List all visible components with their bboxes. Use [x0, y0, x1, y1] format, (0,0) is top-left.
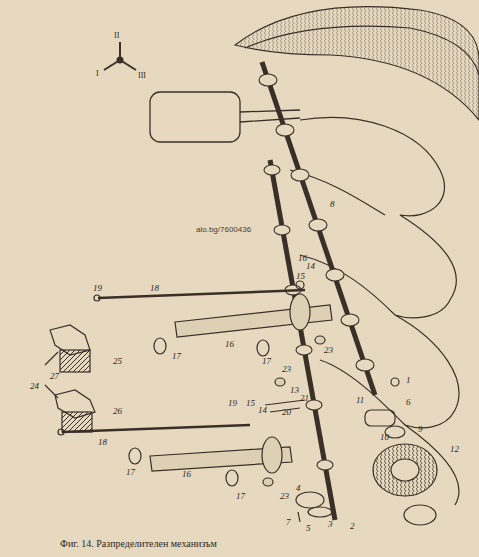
- rocker-arms-part: [62, 412, 92, 432]
- callout-number: 13: [290, 386, 299, 395]
- tappet-tubes-part: [290, 294, 310, 330]
- camshaft-gear-part: [391, 459, 419, 481]
- callout-number: 12: [450, 445, 459, 454]
- callout-number: 19: [93, 284, 102, 293]
- axis-label: I: [96, 70, 99, 78]
- flywheel-paddle: [150, 92, 300, 142]
- callout-number: 15: [246, 399, 255, 408]
- small-parts-part: [365, 410, 395, 426]
- camshaft-part-part: [326, 269, 344, 281]
- camshaft-gear-part: [373, 444, 437, 496]
- small-parts-part: [308, 507, 332, 517]
- tappet-tubes-part: [257, 340, 269, 356]
- camshaft-part-part: [296, 345, 312, 355]
- callout-number: 5: [306, 524, 311, 533]
- push-rods-part: [94, 295, 100, 301]
- tappet-tubes-part: [275, 378, 285, 386]
- timing-gear-part: [235, 7, 479, 120]
- callout-number: 6: [406, 398, 411, 407]
- camshaft-part: [262, 62, 375, 395]
- tappet-tubes-part: [262, 437, 282, 473]
- small-parts-part: [296, 281, 304, 289]
- callout-number: 9: [418, 425, 423, 434]
- camshaft-part-part: [264, 165, 280, 175]
- axis-label: III: [138, 72, 146, 80]
- callout-number: 2: [350, 522, 355, 531]
- tappet-tubes-part: [315, 336, 325, 344]
- callout-number: 14: [258, 406, 267, 415]
- watermark: alo.bg/7600436: [196, 226, 251, 234]
- rocker-arms-part: [45, 352, 58, 398]
- rocker-arms: [45, 325, 95, 432]
- camshaft-part-part: [291, 169, 309, 181]
- small-parts-part: [391, 378, 399, 386]
- camshaft-part-part: [276, 124, 294, 136]
- callout-number: 14: [306, 262, 315, 271]
- flywheel-paddle-part: [240, 110, 300, 122]
- callout-number: 18: [98, 438, 107, 447]
- timing-gear-part: [245, 26, 479, 75]
- camshaft-gear-part: [404, 505, 436, 525]
- push-rods-part: [98, 290, 305, 298]
- callout-number: 27: [50, 372, 59, 381]
- axis-symbol-part: [118, 58, 123, 63]
- camshaft-part-part: [317, 460, 333, 470]
- tappet-tubes-part: [263, 478, 273, 486]
- callout-number: 26: [113, 407, 122, 416]
- camshaft-part-part: [309, 219, 327, 231]
- tappet-tubes-part: [226, 470, 238, 486]
- callout-number: 17: [126, 468, 135, 477]
- rocker-arms-part: [60, 350, 90, 372]
- small-parts-part: [298, 512, 300, 522]
- callout-number: 16: [182, 470, 191, 479]
- tappet-tubes: [129, 294, 332, 486]
- callout-number: 23: [324, 346, 333, 355]
- crankshaft-part: [290, 170, 405, 425]
- callout-number: 17: [262, 357, 271, 366]
- axis-symbol: [104, 42, 136, 70]
- camshaft-part-part: [274, 225, 290, 235]
- small-parts-part: [296, 492, 324, 508]
- callout-number: 23: [280, 492, 289, 501]
- callout-number: 3: [328, 520, 333, 529]
- callout-number: 18: [150, 284, 159, 293]
- callout-number: 4: [296, 484, 301, 493]
- callout-number: 1: [406, 376, 411, 385]
- callout-number: 25: [113, 357, 122, 366]
- callout-number: 7: [286, 518, 291, 527]
- callout-number: 17: [236, 492, 245, 501]
- camshaft-gear: [373, 444, 437, 525]
- callout-number: 8: [330, 200, 335, 209]
- flywheel-paddle-part: [150, 92, 240, 142]
- callout-number: 10: [380, 433, 389, 442]
- callout-number: 23: [282, 365, 291, 374]
- callout-number: 19: [228, 399, 237, 408]
- callout-number: 24: [30, 382, 39, 391]
- callout-number: 21: [300, 394, 309, 403]
- callout-number: 20: [282, 408, 291, 417]
- tappet-tubes-part: [154, 338, 166, 354]
- callout-number: 16: [298, 254, 307, 263]
- callout-number: 16: [225, 340, 234, 349]
- axis-label: II: [114, 32, 119, 40]
- camshaft-part-part: [259, 74, 277, 86]
- camshaft-part-part: [356, 359, 374, 371]
- camshaft-part: [259, 74, 374, 470]
- callout-number: 17: [172, 352, 181, 361]
- figure-caption: Фиг. 14. Разпределителен механизъм: [60, 538, 217, 549]
- camshaft-part-part: [341, 314, 359, 326]
- timing-gear: [235, 7, 479, 120]
- callout-number: 15: [296, 272, 305, 281]
- tappet-tubes-part: [129, 448, 141, 464]
- callout-number: 11: [356, 396, 364, 405]
